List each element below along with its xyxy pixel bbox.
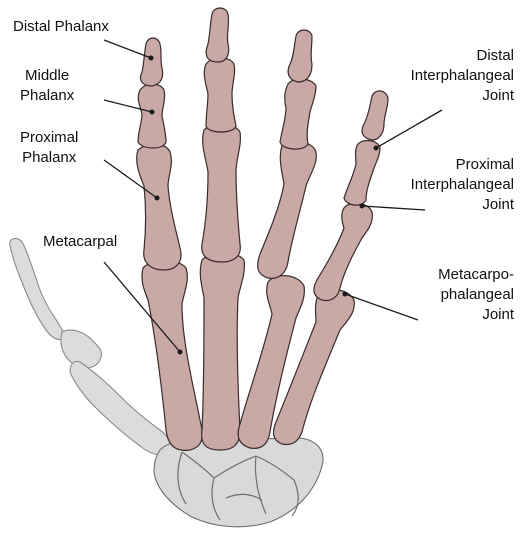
label-middle-phalanx-line2: Phalanx xyxy=(20,86,74,106)
label-mcp-joint: Metacarpo- phalangeal Joint xyxy=(438,265,514,325)
label-pip-joint-line1: Proximal xyxy=(411,155,514,175)
label-distal-phalanx: Distal Phalanx xyxy=(13,17,109,37)
label-distal-phalanx-text: Distal Phalanx xyxy=(13,17,109,37)
label-mcp-joint-line3: Joint xyxy=(438,305,514,325)
label-dip-joint-line3: Joint xyxy=(411,86,514,106)
distal-phalanges xyxy=(140,8,388,140)
label-metacarpal-text: Metacarpal xyxy=(43,232,117,252)
label-pip-joint: Proximal Interphalangeal Joint xyxy=(411,155,514,215)
label-middle-phalanx: Middle Phalanx xyxy=(20,66,74,106)
label-pip-joint-line3: Joint xyxy=(411,195,514,215)
label-middle-phalanx-line1: Middle xyxy=(20,66,74,86)
label-mcp-joint-line2: phalangeal xyxy=(438,285,514,305)
carpal-bones xyxy=(154,438,323,527)
label-metacarpal: Metacarpal xyxy=(43,232,117,252)
label-mcp-joint-line1: Metacarpo- xyxy=(438,265,514,285)
label-proximal-phalanx: Proximal Phalanx xyxy=(20,128,78,168)
label-proximal-phalanx-line2: Phalanx xyxy=(20,148,78,168)
label-dip-joint-line2: Interphalangeal xyxy=(411,66,514,86)
middle-phalanges xyxy=(138,58,380,205)
label-dip-joint-line1: Distal xyxy=(411,46,514,66)
label-dip-joint: Distal Interphalangeal Joint xyxy=(411,46,514,106)
label-pip-joint-line2: Interphalangeal xyxy=(411,175,514,195)
label-proximal-phalanx-line1: Proximal xyxy=(20,128,78,148)
